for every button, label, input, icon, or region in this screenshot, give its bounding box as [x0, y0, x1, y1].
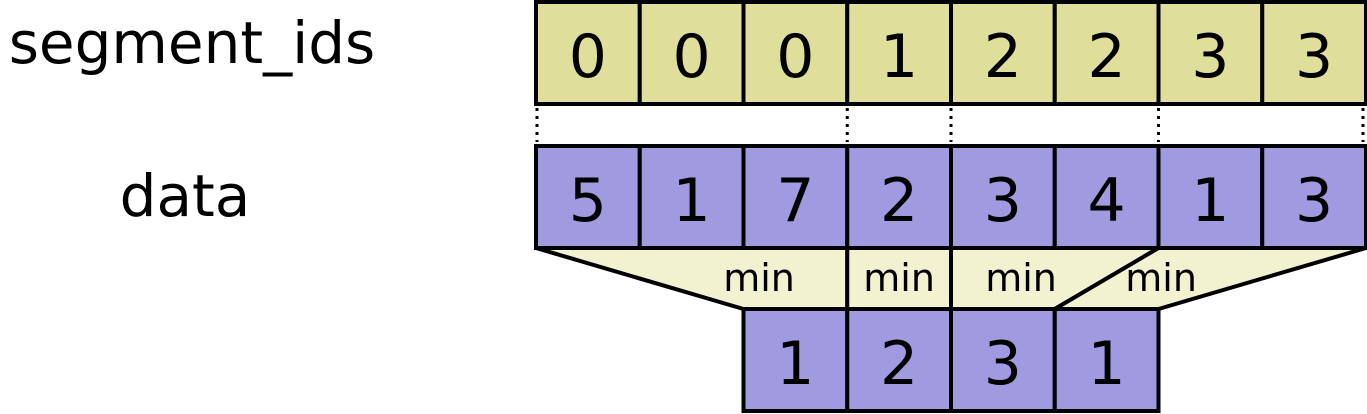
segment-id-cell: 3	[1156, 0, 1265, 106]
segment-id-cell-value: 0	[776, 22, 814, 92]
data-cell-box	[534, 144, 642, 250]
segment-dividers	[535, 108, 1365, 142]
segment-id-cell-value: 0	[569, 22, 607, 92]
segment-id-cell-value: 3	[1295, 22, 1333, 92]
segment-id-cell-box	[949, 0, 1057, 106]
result-cell: 1	[1052, 307, 1161, 413]
segment-id-cell-box	[1156, 0, 1265, 106]
segment-id-cell: 3	[1260, 0, 1367, 106]
segment-id-cell-value: 2	[1088, 22, 1126, 92]
result-cell: 1	[741, 307, 850, 413]
min-operation-label: min	[723, 256, 795, 300]
data-cell-value: 1	[1191, 166, 1229, 236]
min-operation-label: min	[1125, 256, 1197, 300]
result-cell-value: 2	[880, 329, 918, 399]
data-cell-value: 1	[673, 166, 711, 236]
data-cell: 7	[741, 144, 850, 250]
data-cell-value: 4	[1088, 166, 1126, 236]
data-cell-value: 5	[569, 166, 607, 236]
segment-id-cell-box	[845, 0, 953, 106]
data-cell-value: 2	[880, 166, 918, 236]
segment-ids-label: segment_ids	[9, 9, 376, 77]
reduce-regions: min min min min	[534, 246, 1367, 311]
segment-id-cell: 0	[534, 0, 642, 106]
data-cell-box	[637, 144, 746, 250]
result-cell: 3	[949, 307, 1057, 413]
segment-id-cell-value: 0	[673, 22, 711, 92]
data-cell-box	[1260, 144, 1367, 250]
result-cell-box	[1052, 307, 1161, 413]
segment-id-cell-value: 2	[984, 22, 1022, 92]
min-operation-label: min	[863, 256, 935, 300]
data-cell: 2	[845, 144, 953, 250]
result-cell-value: 1	[1088, 329, 1126, 399]
data-cell-value: 3	[984, 166, 1022, 236]
data-cell: 3	[1260, 144, 1367, 250]
segment-id-cell: 2	[949, 0, 1057, 106]
segment-id-cell: 1	[845, 0, 953, 106]
data-cell: 3	[949, 144, 1057, 250]
segment-id-cell-box	[637, 0, 746, 106]
data-cell: 1	[637, 144, 746, 250]
segment-id-cell-box	[1260, 0, 1367, 106]
segment-id-cell-box	[741, 0, 850, 106]
result-cell-box	[845, 307, 953, 413]
min-operation-label: min	[985, 256, 1057, 300]
segment-id-cell-box	[1052, 0, 1161, 106]
segment-id-cell: 0	[637, 0, 746, 106]
data-cell: 4	[1052, 144, 1161, 250]
segment-id-cell-value: 1	[880, 22, 918, 92]
data-label: data	[120, 162, 251, 230]
data-cell-value: 7	[776, 166, 814, 236]
data-cell: 1	[1156, 144, 1265, 250]
data-cell: 5	[534, 144, 642, 250]
result-cell: 2	[845, 307, 953, 413]
result-cell-value: 3	[984, 329, 1022, 399]
segment-id-cell: 2	[1052, 0, 1161, 106]
result-cell-value: 1	[776, 329, 814, 399]
result-cell-box	[741, 307, 850, 413]
reduce-region	[534, 246, 850, 311]
segment-id-cell: 0	[741, 0, 850, 106]
segment-id-cell-value: 3	[1191, 22, 1229, 92]
data-cell-box	[949, 144, 1057, 250]
data-cell-value: 3	[1295, 166, 1333, 236]
data-cell-box	[741, 144, 850, 250]
